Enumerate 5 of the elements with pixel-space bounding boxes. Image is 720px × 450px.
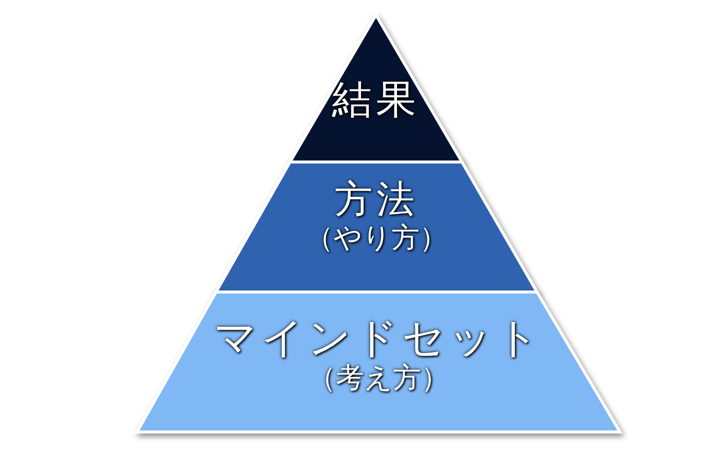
tier-title: 方法 — [334, 178, 418, 222]
tier-title: マインドセット — [214, 314, 543, 362]
tier-subtitle: （やり方） — [306, 222, 448, 254]
tier-subtitle: （考え方） — [308, 362, 449, 394]
tier-title: 結果 — [332, 77, 420, 123]
